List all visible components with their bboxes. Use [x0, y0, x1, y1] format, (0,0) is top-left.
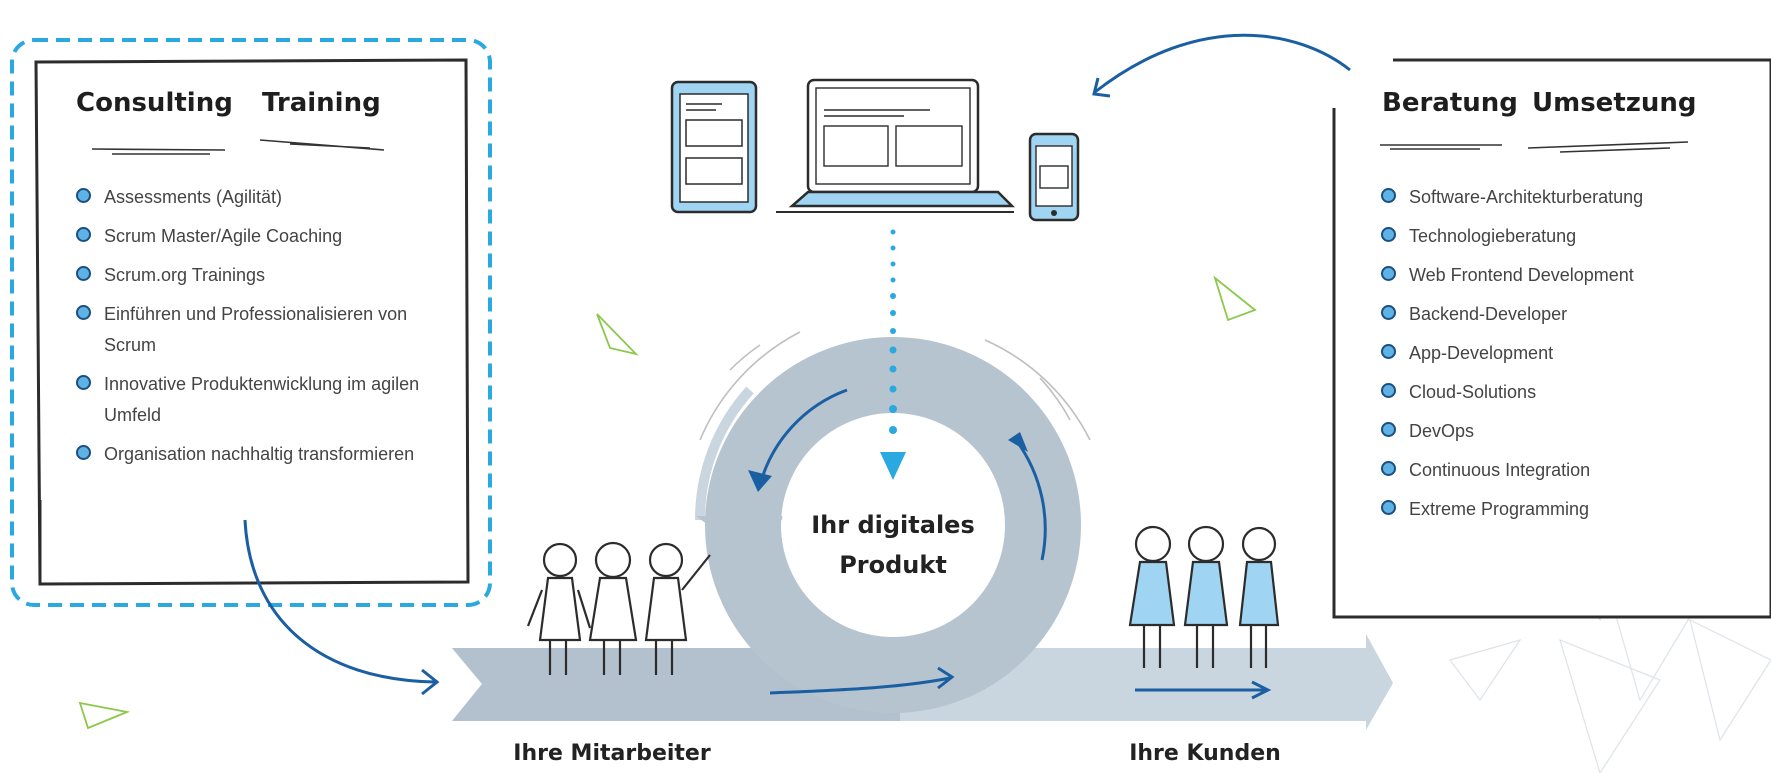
- employees-figures: [526, 541, 711, 675]
- bullet-icon: [1381, 344, 1396, 359]
- list-item: Scrum.org Trainings: [72, 260, 422, 291]
- customers-figures: [1128, 525, 1280, 668]
- flow-arrows: [243, 33, 1351, 700]
- list-item: Backend-Developer: [1377, 299, 1737, 330]
- list-item: Web Frontend Development: [1377, 260, 1737, 291]
- phone-icon: [1028, 132, 1080, 222]
- bullet-icon: [76, 266, 91, 281]
- bullet-icon: [76, 375, 91, 390]
- list-item: Continuous Integration: [1377, 455, 1737, 486]
- green-triangle-decor: [78, 275, 1257, 730]
- left-panel: [10, 38, 492, 607]
- list-item: Extreme Programming: [1377, 494, 1737, 525]
- center-line-1: Ihr digitales: [811, 511, 975, 539]
- center-line-2: Produkt: [839, 551, 947, 579]
- bullet-icon: [76, 305, 91, 320]
- panel-frame-right: [1332, 58, 1771, 619]
- list-item: App-Development: [1377, 338, 1737, 369]
- bullet-icon: [1381, 500, 1396, 515]
- bullet-icon: [1381, 305, 1396, 320]
- customers-label: Ihre Kunden: [1129, 741, 1281, 766]
- tablet-icon: [670, 80, 758, 214]
- list-item: Einführen und Professionalisieren von Sc…: [72, 299, 422, 361]
- list-item: Organisation nachhaltig transformieren: [72, 439, 422, 470]
- dotted-connector: [880, 229, 906, 480]
- list-item: Assessments (Agilität): [72, 182, 422, 213]
- list-item: Software-Architekturberatung: [1377, 182, 1737, 213]
- list-item: Technologieberatung: [1377, 221, 1737, 252]
- cycle-ring: [694, 331, 1091, 713]
- bullet-icon: [76, 188, 91, 203]
- panel-frame: [34, 58, 470, 586]
- list-item: Innovative Produktenwicklung im agilen U…: [72, 369, 422, 431]
- left-title-training: Training: [262, 88, 381, 118]
- center-product-label: Ihr digitales Produkt: [793, 505, 993, 585]
- bullet-icon: [1381, 227, 1396, 242]
- bullet-icon: [76, 445, 91, 460]
- left-title-consulting: Consulting: [76, 88, 233, 118]
- dashed-border: [10, 38, 492, 607]
- bullet-icon: [1381, 188, 1396, 203]
- employees-label: Ihre Mitarbeiter: [513, 741, 711, 766]
- bullet-icon: [1381, 383, 1396, 398]
- bullet-icon: [76, 227, 91, 242]
- right-service-list: Software-Architekturberatung Technologie…: [1377, 182, 1737, 533]
- right-title-umsetzung: Umsetzung: [1532, 88, 1697, 118]
- list-item: Scrum Master/Agile Coaching: [72, 221, 422, 252]
- bullet-icon: [1381, 461, 1396, 476]
- laptop-icon: [776, 78, 1016, 213]
- bullet-icon: [1381, 422, 1396, 437]
- left-service-list: Assessments (Agilität) Scrum Master/Agil…: [72, 182, 422, 478]
- list-item: DevOps: [1377, 416, 1737, 447]
- right-panel: [1332, 58, 1771, 619]
- right-title-beratung: Beratung: [1382, 88, 1518, 118]
- list-item: Cloud-Solutions: [1377, 377, 1737, 408]
- bullet-icon: [1381, 266, 1396, 281]
